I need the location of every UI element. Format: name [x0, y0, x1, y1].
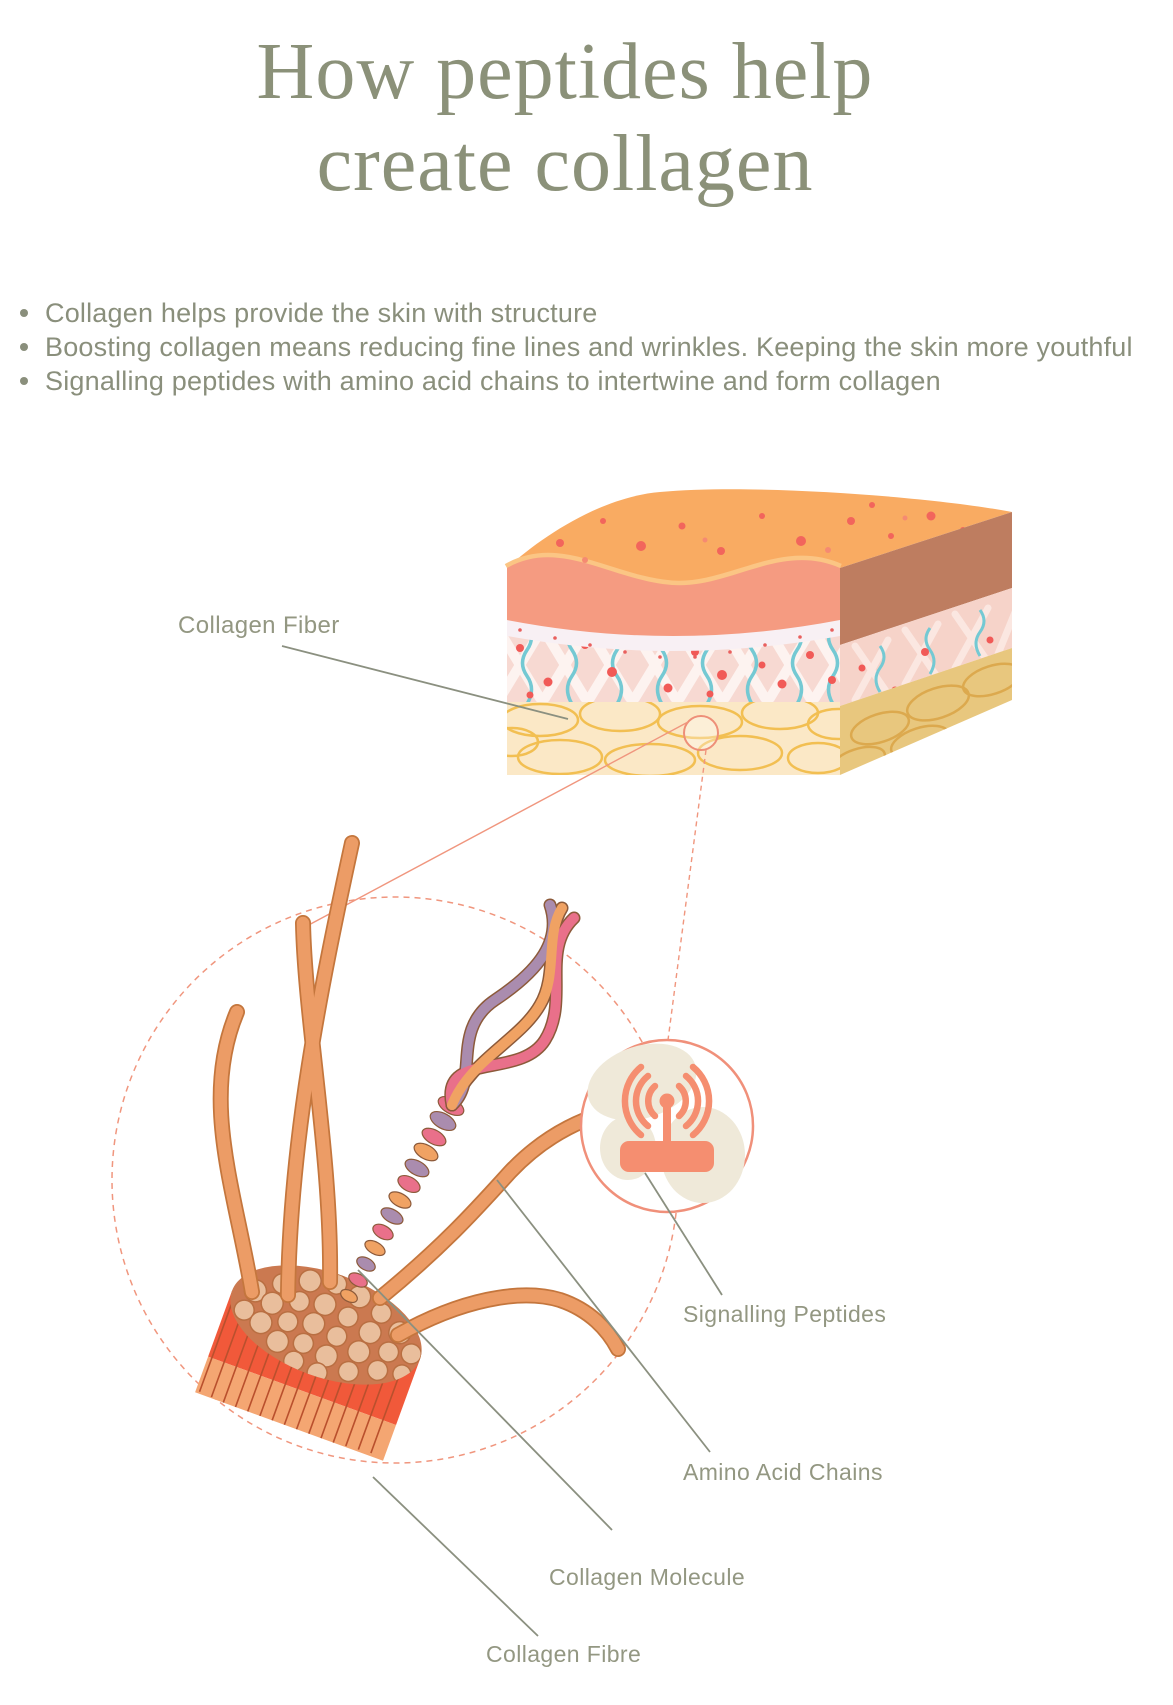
- bullet-list: Collagen helps provide the skin with str…: [20, 296, 1133, 398]
- collagen-molecule-line: [357, 1269, 613, 1531]
- amino-acid-chains-line: [496, 1179, 711, 1453]
- amino-acid-chains-label: Amino Acid Chains: [683, 1459, 883, 1485]
- magnified-collagen-view: [111, 835, 755, 1637]
- signal-router-icon: [620, 1063, 714, 1172]
- signalling-peptides-line: [644, 1172, 723, 1296]
- signalling-peptides-label: Signalling Peptides: [683, 1301, 887, 1327]
- page-title-line2: create collagen: [316, 120, 814, 208]
- page-title-line1: How peptides help: [256, 28, 874, 116]
- collagen-molecule-label: Collagen Molecule: [549, 1564, 746, 1590]
- bullet-item-signalling: Signalling peptides with amino acid chai…: [20, 364, 1133, 398]
- collagen-fiber-label-line: [281, 645, 569, 720]
- magnifier-circle: [683, 715, 719, 751]
- signalling-peptides-circle: [579, 1038, 755, 1214]
- collagen-fibre-label: Collagen Fibre: [486, 1641, 642, 1667]
- skin-cross-section-illustration: [504, 489, 1012, 775]
- collagen-strands: [212, 835, 636, 1357]
- page-title: How peptides help create collagen: [0, 26, 1130, 210]
- skin-front-face: [507, 557, 840, 775]
- zoom-connector-lines: [304, 721, 707, 1041]
- collagen-fibre-line: [372, 1476, 539, 1637]
- skin-side-face: [840, 512, 1012, 775]
- bullet-item-structure: Collagen helps provide the skin with str…: [20, 296, 1133, 330]
- collagen-fiber-label: Collagen Fiber: [178, 612, 340, 639]
- bullet-item-boosting: Boosting collagen means reducing fine li…: [20, 330, 1133, 364]
- label-pointer-lines: [357, 1172, 723, 1637]
- collagen-molecule-helix: [340, 898, 581, 1304]
